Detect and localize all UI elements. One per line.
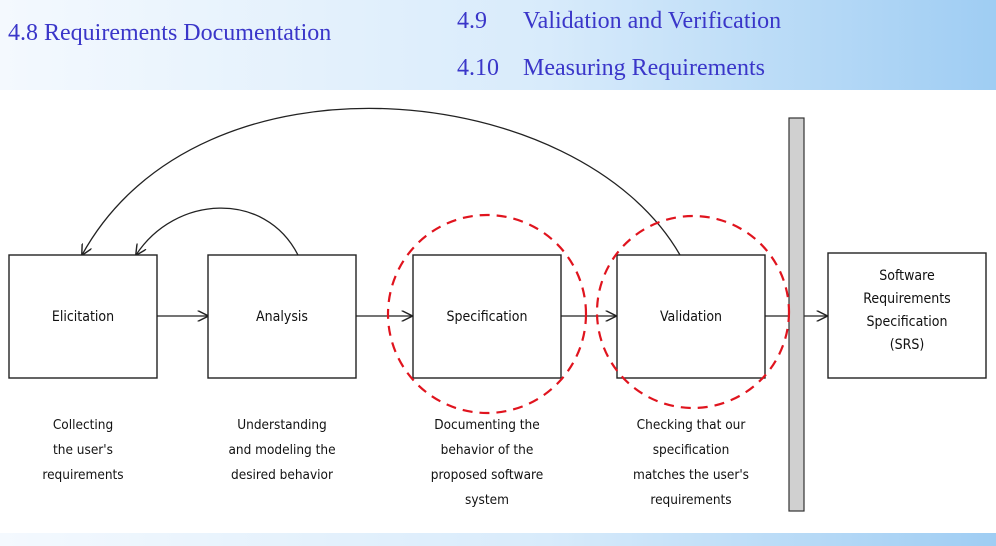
description-line: the user's bbox=[53, 442, 113, 458]
highlight-circle-specification bbox=[386, 213, 588, 415]
srs-line: Requirements bbox=[863, 291, 950, 307]
gate-barrier bbox=[788, 117, 805, 512]
description-line: system bbox=[465, 492, 509, 508]
description-line: matches the user's bbox=[633, 467, 749, 483]
stage-analysis: Analysis bbox=[207, 254, 357, 379]
description-line: desired behavior bbox=[231, 467, 333, 483]
stage-elicitation: Elicitation bbox=[8, 254, 158, 379]
description-line: Checking that our bbox=[637, 417, 746, 433]
description-specification: Documenting the behavior of the proposed… bbox=[431, 417, 543, 508]
description-line: requirements bbox=[42, 467, 123, 483]
stage-box bbox=[616, 254, 766, 379]
srs-line: Specification bbox=[867, 314, 948, 330]
section-number: 4.9 bbox=[457, 8, 487, 34]
stage-label: Specification bbox=[447, 309, 528, 325]
section-title-4-9: 4.9 Validation and Verification bbox=[457, 8, 781, 35]
stage-label: Validation bbox=[660, 309, 722, 325]
description-line: and modeling the bbox=[228, 442, 335, 458]
section-label: Validation and Verification bbox=[523, 8, 782, 34]
stage-validation: Validation bbox=[616, 254, 766, 379]
section-title-4-8: 4.8 Requirements Documentation bbox=[8, 20, 332, 46]
feedback-arrow-analysis-to-elicitation bbox=[136, 207, 299, 255]
stage-specification: Specification bbox=[412, 254, 562, 379]
srs-box bbox=[827, 252, 987, 379]
description-line: Collecting bbox=[53, 417, 113, 433]
highlight-circle-validation bbox=[595, 214, 791, 410]
description-line: Understanding bbox=[237, 417, 327, 433]
description-validation: Checking that our specification matches … bbox=[633, 417, 749, 508]
feedback-arrow-validation-to-elicitation bbox=[82, 107, 681, 255]
stage-box bbox=[8, 254, 158, 379]
description-line: behavior of the bbox=[441, 442, 534, 458]
description-line: proposed software bbox=[431, 467, 543, 483]
section-number: 4.10 bbox=[457, 55, 499, 81]
stage-box bbox=[207, 254, 357, 379]
section-label: Measuring Requirements bbox=[523, 55, 765, 81]
srs-line: Software bbox=[879, 268, 935, 284]
description-line: requirements bbox=[650, 492, 731, 508]
description-analysis: Understanding and modeling the desired b… bbox=[228, 417, 335, 483]
stage-box bbox=[412, 254, 562, 379]
description-line: specification bbox=[653, 442, 730, 458]
srs-line: (SRS) bbox=[890, 337, 925, 353]
stage-label: Analysis bbox=[256, 309, 308, 325]
output-srs: Software Requirements Specification (SRS… bbox=[827, 252, 987, 379]
stage-label: Elicitation bbox=[52, 309, 114, 325]
description-line: Documenting the bbox=[434, 417, 540, 433]
section-title-4-10: 4.10 Measuring Requirements bbox=[457, 55, 765, 82]
description-elicitation: Collecting the user's requirements bbox=[42, 417, 123, 483]
footer-band bbox=[0, 533, 996, 546]
header-band bbox=[0, 0, 996, 90]
